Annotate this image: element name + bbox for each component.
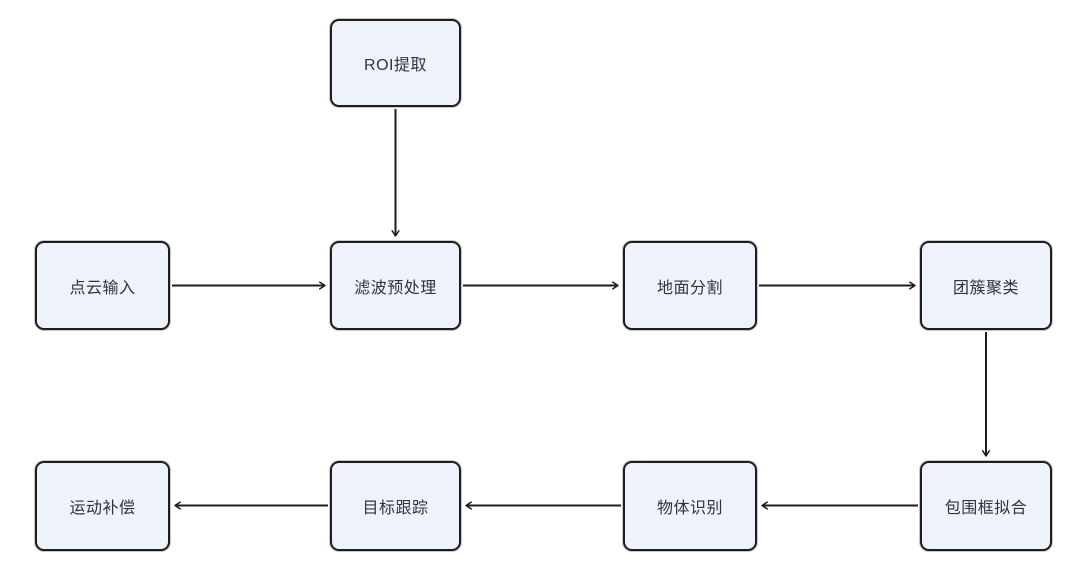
node-target-tracking-label: 目标跟踪 <box>362 500 429 517</box>
node-motion-compensation: 运动补偿 <box>35 461 170 551</box>
node-ground-segmentation-label: 地面分割 <box>656 279 723 297</box>
node-point-cloud-input-label: 点云输入 <box>69 279 136 297</box>
node-point-cloud-input: 点云输入 <box>35 241 170 330</box>
node-cluster-clustering-label: 团簇聚类 <box>952 279 1019 297</box>
node-roi-extraction: ROI提取 <box>330 19 461 107</box>
node-roi-extraction-label: ROI提取 <box>364 57 427 74</box>
node-bounding-box-fitting: 包围框拟合 <box>920 461 1052 551</box>
node-target-tracking: 目标跟踪 <box>330 461 461 551</box>
node-object-recognition: 物体识别 <box>623 461 757 551</box>
node-cluster-clustering: 团簇聚类 <box>920 241 1052 330</box>
node-motion-compensation-label: 运动补偿 <box>69 500 136 517</box>
node-filter-preprocessing: 滤波预处理 <box>330 241 461 330</box>
node-bounding-box-fitting-label: 包围框拟合 <box>944 500 1028 517</box>
node-filter-preprocessing-label: 滤波预处理 <box>354 279 437 297</box>
node-object-recognition-label: 物体识别 <box>656 500 723 517</box>
node-ground-segmentation: 地面分割 <box>623 241 757 330</box>
